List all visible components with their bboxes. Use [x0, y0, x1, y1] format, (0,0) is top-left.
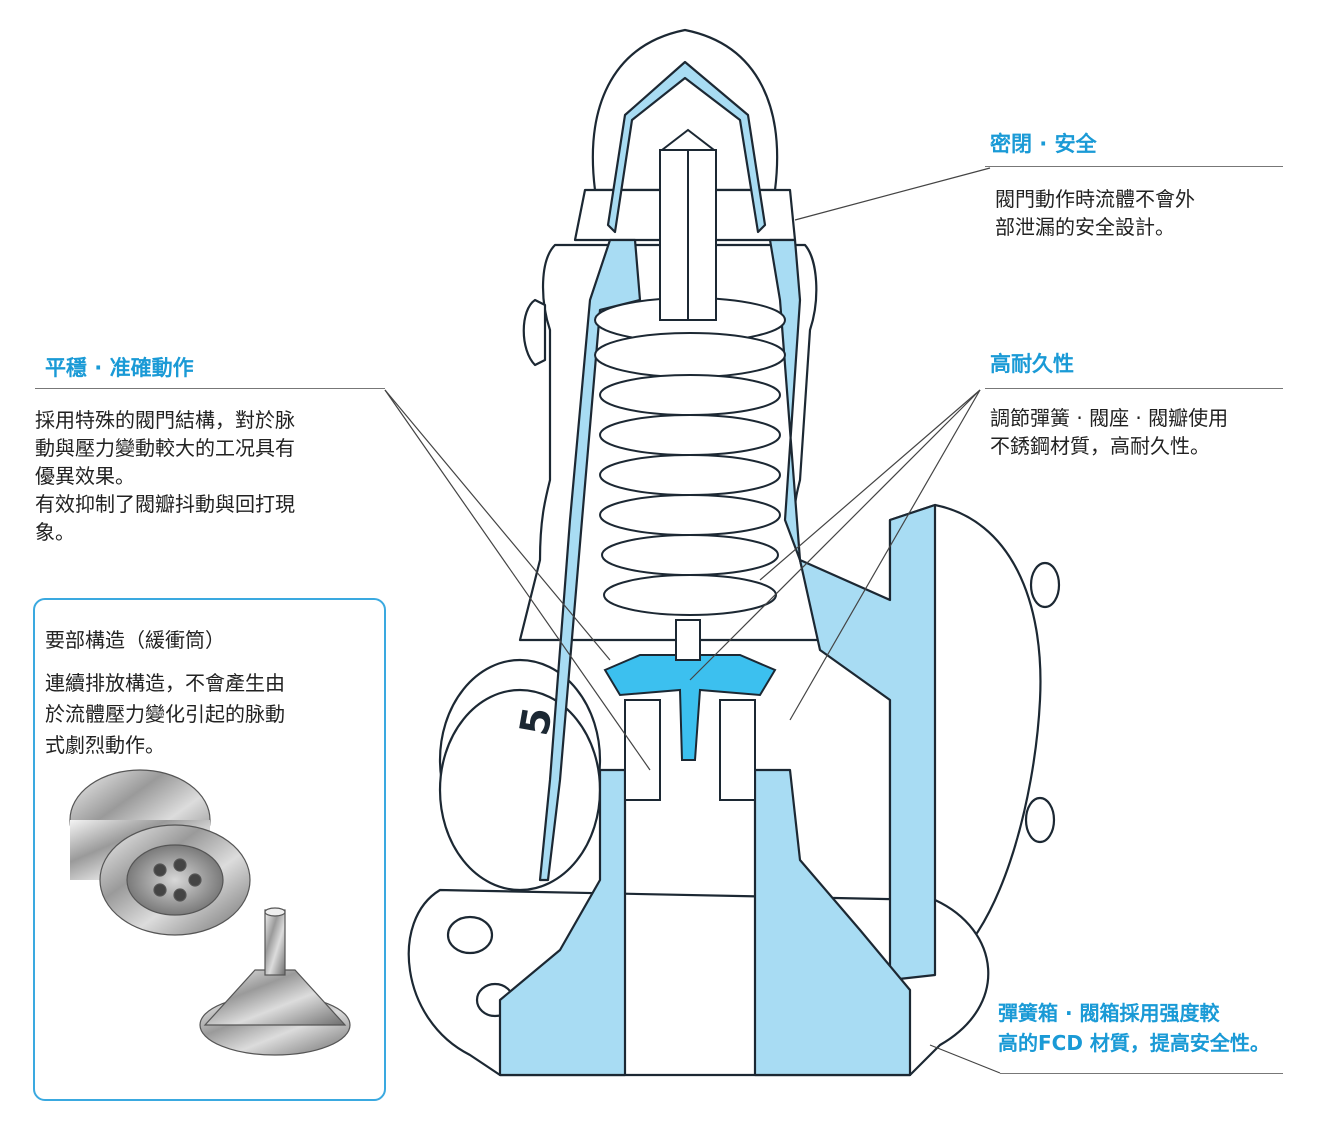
- stable-action-title: 平穩 · 准確動作: [45, 356, 194, 380]
- key-part-text: 連續排放構造，不會產生由 於流體壓力變化引起的脉動 式劇烈動作。: [45, 671, 285, 757]
- housing-wall-section: [538, 238, 642, 882]
- leader-line-stable-1: [384, 389, 651, 771]
- leader-line-material: [929, 1044, 1001, 1074]
- base-right-section: [753, 768, 912, 1077]
- seal-safety-text: 閥門動作時流體不會外 部泄漏的安全設計。: [995, 187, 1195, 239]
- adjusting-spring: [594, 297, 786, 616]
- valve-cap: [591, 28, 779, 192]
- durability-title: 高耐久性: [990, 352, 1074, 376]
- leader-line-durable-1: [689, 389, 981, 681]
- stable-action-text: 採用特殊的閥門結構，對於脉 動與壓力變動較大的工况具有 優異效果。 有效抑制了閥…: [35, 408, 295, 544]
- material-divider: [1000, 1073, 1283, 1074]
- material-note: 彈簧箱 · 閥箱採用强度較 高的FCD 材質，提高安全性。: [998, 1001, 1270, 1055]
- leader-line-seal: [794, 167, 991, 221]
- valve-disc: [603, 654, 777, 761]
- leader-line-durable-2: [759, 389, 981, 581]
- seal-divider: [985, 166, 1283, 167]
- stable-divider: [35, 388, 385, 389]
- key-part-box: [33, 598, 386, 1101]
- base-left-section: [498, 768, 627, 1077]
- durability-text: 調節彈簧 · 閥座 · 閥瓣使用 不銹鋼材質，高耐久性。: [990, 406, 1229, 458]
- bonnet-wall-section: [606, 60, 767, 234]
- key-part-title: 要部構造（緩衝筒）: [45, 628, 225, 652]
- leader-line-durable-3: [789, 389, 981, 721]
- durability-divider: [985, 388, 1283, 389]
- seal-safety-title: 密閉 · 安全: [990, 132, 1097, 156]
- leader-line-stable-2: [384, 389, 611, 661]
- buffer-cylinder-photo: [69, 769, 351, 1056]
- nozzle-seat: [624, 699, 661, 801]
- valve-stem: [675, 619, 701, 661]
